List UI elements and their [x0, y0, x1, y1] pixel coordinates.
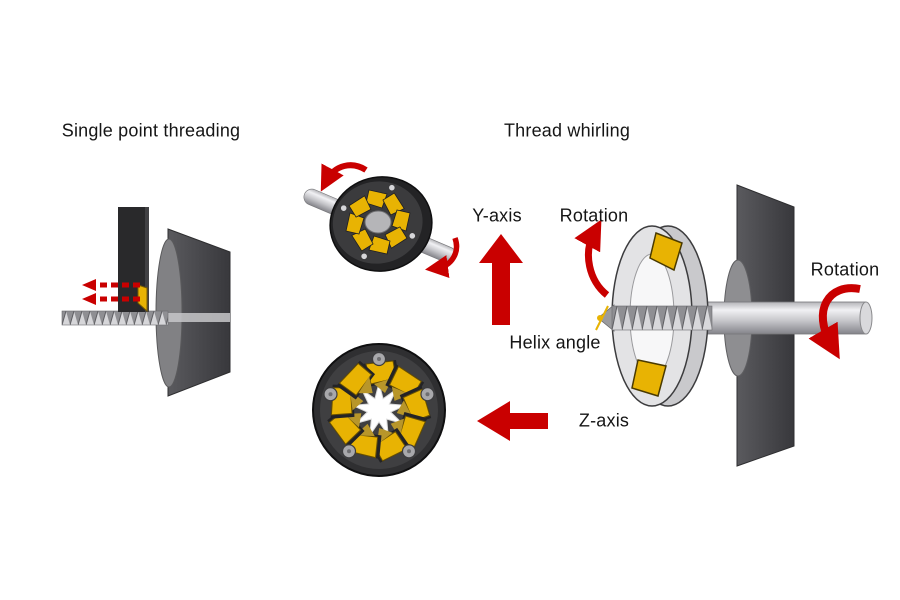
threaded-workpiece-left — [61, 310, 169, 326]
workpiece-axis-slot-left — [168, 313, 230, 322]
helix-angle-label: Helix angle — [509, 332, 601, 353]
cutting-point-dot — [597, 315, 603, 321]
ring-rotation-arrow-right — [425, 237, 460, 278]
z-axis-label: Z-axis — [578, 410, 630, 431]
ring-rotation-arrow-left — [320, 162, 368, 192]
single-point-threading-title: Single point threading — [61, 120, 241, 141]
z-axis-arrow — [477, 401, 548, 441]
y-axis-label: Y-axis — [472, 205, 522, 226]
tool-rotation-label: Rotation — [559, 205, 629, 226]
ring-bore-shaft — [364, 210, 392, 234]
workpiece-rotation-arrow — [808, 284, 861, 360]
single-point-threading-figure — [61, 207, 231, 397]
whirl-insert-bottom — [631, 359, 667, 397]
ring-center-bore — [350, 381, 408, 438]
ring-front-bolts — [323, 351, 435, 459]
y-axis-arrow — [479, 234, 523, 325]
tool-holder-bar-highlight — [145, 207, 149, 312]
workpiece-shaft-right — [699, 301, 867, 335]
feed-direction-arrows — [82, 279, 140, 305]
threaded-workpiece-right — [611, 305, 713, 331]
ring-front-bolt-dots — [328, 357, 430, 454]
shaft-end-cap — [859, 301, 873, 335]
thread-whirling-title: Thread whirling — [503, 120, 631, 141]
thread-whirling-figure — [574, 184, 873, 467]
whirling-ring-front — [312, 343, 446, 477]
whirling-ring-3d — [303, 162, 460, 278]
tool-rotation-arrow — [574, 219, 610, 298]
workpiece-rotation-label: Rotation — [810, 259, 880, 280]
whirl-insert-top — [649, 231, 683, 272]
